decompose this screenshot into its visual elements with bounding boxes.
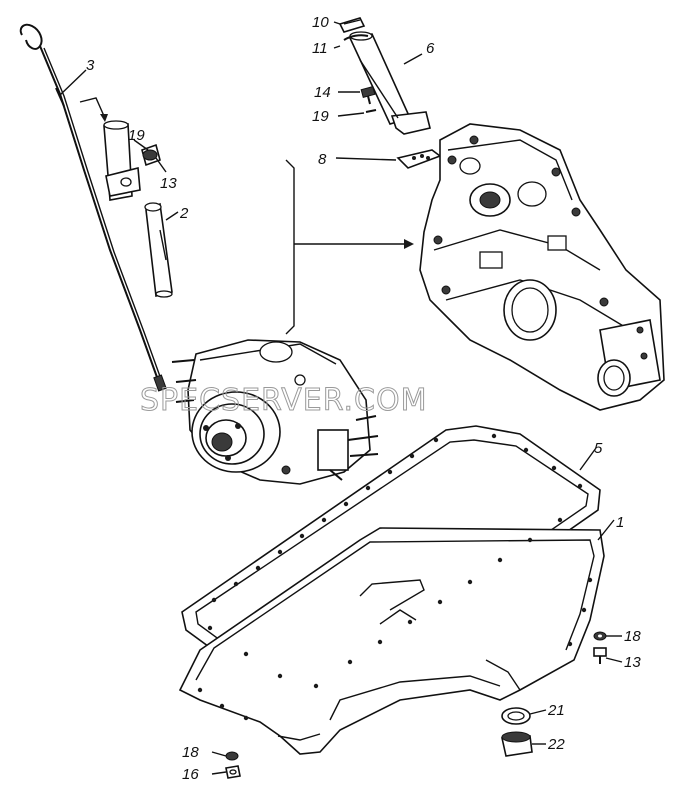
leader-19-filler bbox=[337, 112, 365, 117]
watermark-text: SPECSERVER.COM bbox=[140, 383, 427, 418]
leader-8 bbox=[335, 157, 397, 161]
callout-13-right: 13 bbox=[624, 654, 641, 671]
callout-18-right: 18 bbox=[624, 628, 641, 645]
oil-filler-tube bbox=[348, 31, 431, 135]
bolt-13-right bbox=[593, 647, 607, 664]
callout-1: 1 bbox=[616, 514, 624, 531]
dipstick-guide-tube-lower bbox=[144, 202, 173, 298]
leader-10 bbox=[333, 21, 341, 25]
drain-plug-22 bbox=[501, 731, 533, 757]
seal-ring-21 bbox=[501, 707, 531, 725]
callout-6: 6 bbox=[426, 40, 435, 57]
callout-10: 10 bbox=[312, 14, 329, 31]
bolt-14 bbox=[360, 85, 376, 105]
bolt-13-upper bbox=[141, 143, 161, 167]
callout-21: 21 bbox=[547, 702, 565, 719]
dipstick bbox=[19, 23, 167, 392]
leader-18-bottom bbox=[211, 751, 227, 757]
callout-5: 5 bbox=[594, 440, 603, 457]
leader-1 bbox=[597, 519, 615, 541]
callout-22: 22 bbox=[547, 736, 565, 753]
callout-19-filler: 19 bbox=[312, 108, 329, 125]
callout-8: 8 bbox=[318, 151, 327, 168]
callout-3: 3 bbox=[86, 57, 95, 74]
pump-unit bbox=[171, 339, 379, 485]
callout-13-upper: 13 bbox=[160, 175, 177, 192]
leader-19-upper bbox=[133, 139, 149, 151]
washer-18-bottom bbox=[225, 751, 239, 761]
leader-13-right bbox=[605, 657, 623, 663]
leader-21 bbox=[529, 709, 547, 715]
gasket-8 bbox=[396, 149, 442, 169]
assembly-arrow-bracket bbox=[285, 159, 414, 335]
leader-11 bbox=[333, 45, 341, 49]
front-cover-housing bbox=[419, 123, 665, 411]
leader-16 bbox=[211, 771, 227, 775]
leader-6 bbox=[403, 53, 423, 65]
callout-19-upper: 19 bbox=[128, 127, 145, 144]
callout-11: 11 bbox=[312, 40, 328, 57]
seal-11 bbox=[343, 34, 369, 41]
callout-18-bottom: 18 bbox=[182, 744, 199, 761]
callout-14: 14 bbox=[314, 84, 331, 101]
callout-2: 2 bbox=[179, 205, 189, 222]
oil-pan bbox=[178, 527, 605, 755]
filler-cap-10 bbox=[338, 17, 366, 33]
leader-2 bbox=[165, 211, 179, 221]
dipstick-guide-tube-upper bbox=[103, 120, 141, 201]
leader-3 bbox=[59, 69, 87, 96]
leader-13-upper bbox=[155, 157, 167, 173]
leader-5 bbox=[579, 447, 597, 471]
gasket-bolt-holes bbox=[197, 433, 593, 721]
nut-16 bbox=[225, 765, 241, 779]
washer-18-right bbox=[593, 631, 607, 641]
callout-16: 16 bbox=[182, 766, 199, 783]
washer-19 bbox=[365, 109, 377, 113]
assembly-arrow-small bbox=[79, 97, 108, 122]
